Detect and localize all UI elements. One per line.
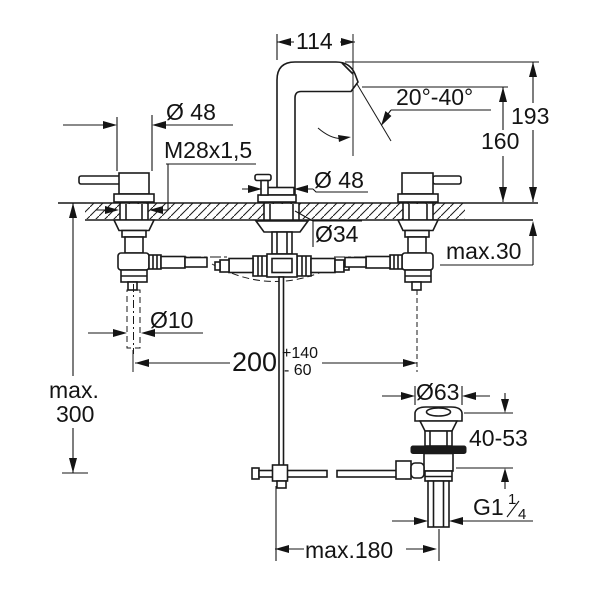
dim-label-300: 300 xyxy=(56,401,94,427)
waste-tailpiece xyxy=(427,480,450,528)
dim-label-114: 114 xyxy=(296,28,333,54)
dim-label-minus60: - 60 xyxy=(284,362,312,379)
stream-angle-line xyxy=(356,83,392,142)
rod-clamp-knurl xyxy=(395,460,412,480)
right-handle xyxy=(344,172,462,372)
dim-height-160: 160 xyxy=(362,86,519,202)
dim-max-depth: max. 300 xyxy=(49,202,99,474)
spout-nose-detail xyxy=(341,62,354,75)
center-supply-assembly xyxy=(150,203,366,468)
dim-label-rod-dia: Ø10 xyxy=(150,307,193,333)
dim-label-g1-den: 4 xyxy=(518,506,526,523)
dim-label-plus140: +140 xyxy=(282,345,318,362)
dim-hole-spacing: 200 +140 - 60 xyxy=(135,345,417,379)
dim-spout-angle: 20°-40° xyxy=(381,84,491,126)
dim-spout-base-diameter: Ø 48 xyxy=(242,167,368,193)
pop-up-knob xyxy=(254,173,272,182)
pop-up-rod xyxy=(278,276,285,468)
flex-hose-dashed xyxy=(126,289,141,349)
countertop-section xyxy=(58,202,538,221)
dim-rod-diameter: Ø10 xyxy=(88,307,203,337)
dim-handle-diameter: Ø 48 xyxy=(63,99,233,171)
dim-waste-flange: Ø63 xyxy=(382,379,490,405)
dim-waste-thread: G1 1 4 xyxy=(392,491,533,525)
dim-handle-thread: M28x1,5 xyxy=(96,137,256,214)
dim-deck-thickness: max.30 xyxy=(440,221,537,266)
dim-label-g1-num: 1 xyxy=(508,491,516,508)
dim-label-4053: 40-53 xyxy=(469,425,528,451)
dim-drain-distance: max.180 xyxy=(275,486,440,563)
dim-label-max30: max.30 xyxy=(446,238,521,264)
waste-seal-ring xyxy=(410,445,467,454)
dim-label-handle-dia: Ø 48 xyxy=(166,99,216,125)
dim-label-200: 200 xyxy=(232,347,277,377)
dim-label-max: max. xyxy=(49,377,99,403)
dim-label-thread: M28x1,5 xyxy=(164,137,252,163)
dim-label-spout-dia: Ø 48 xyxy=(314,167,364,193)
dim-spout-reach: 114 xyxy=(276,28,355,60)
dim-waste-adjust: 40-53 xyxy=(456,393,528,489)
dim-height-193: 193 xyxy=(345,61,549,202)
waste-plug xyxy=(425,407,452,417)
dim-label-g1: G1 xyxy=(473,494,504,520)
dim-label-max180: max.180 xyxy=(305,537,393,563)
dim-label-hole-dia: Ø34 xyxy=(315,221,359,247)
dim-label-waste-dia: Ø63 xyxy=(416,379,459,405)
dim-label-angle: 20°-40° xyxy=(396,84,473,110)
dim-label-160: 160 xyxy=(481,128,519,154)
pop-up-linkage xyxy=(251,464,399,489)
left-handle xyxy=(78,172,208,372)
spout xyxy=(254,34,392,203)
dim-mounting-hole: Ø34 xyxy=(294,210,362,247)
pop-up-waste xyxy=(395,406,467,528)
dim-label-193: 193 xyxy=(511,103,549,129)
